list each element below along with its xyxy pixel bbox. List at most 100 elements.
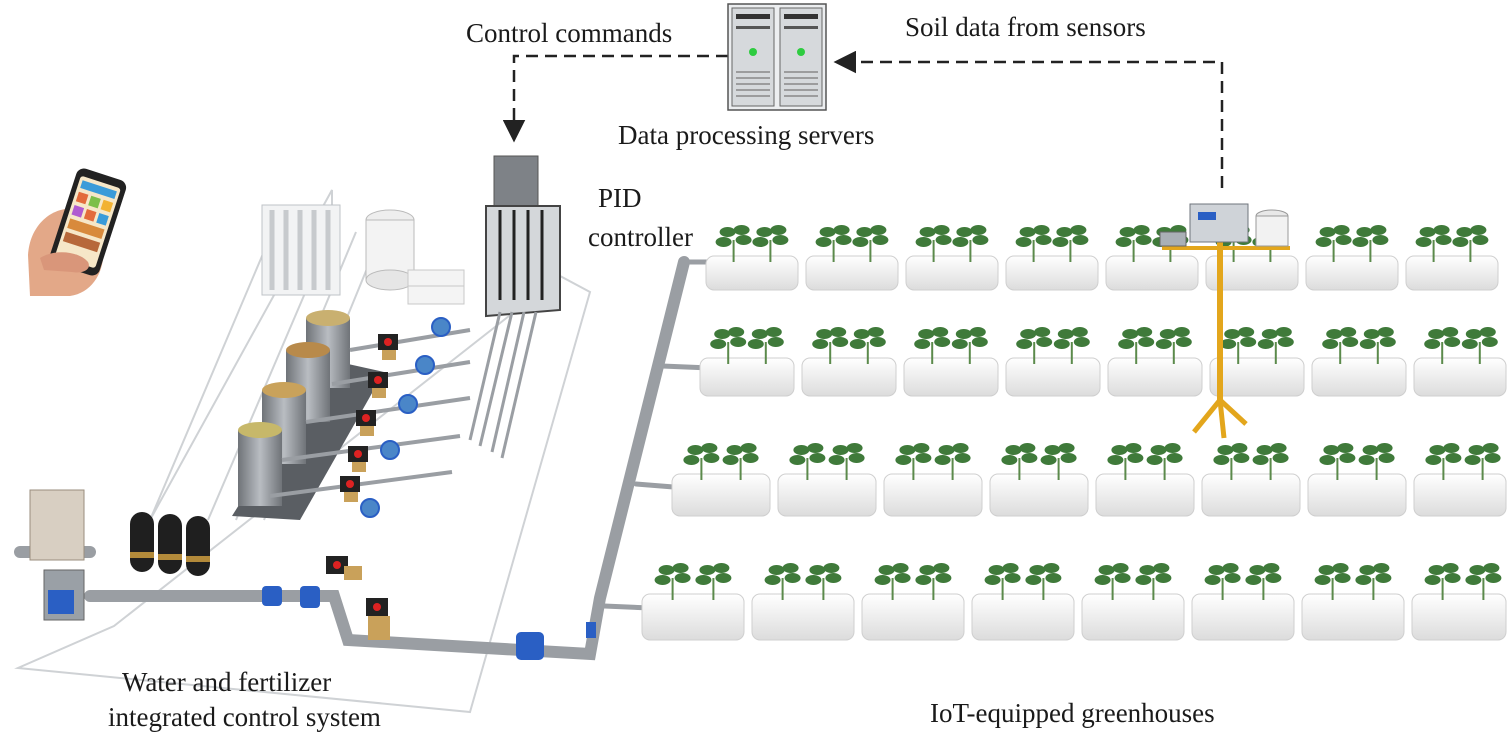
grow-bag bbox=[905, 255, 999, 291]
plant-leaf bbox=[1249, 565, 1266, 575]
plant-leaf bbox=[1053, 339, 1070, 349]
solenoid-valves bbox=[326, 556, 390, 640]
plant-leaf bbox=[1265, 573, 1282, 583]
control-commands-arrow bbox=[502, 54, 728, 143]
plant-leaf bbox=[1231, 443, 1248, 453]
plant-leaf bbox=[1070, 225, 1087, 235]
plant-leaf bbox=[715, 237, 732, 247]
plant-leaf bbox=[932, 327, 949, 337]
plant-leaf bbox=[833, 225, 850, 235]
plant-leaf bbox=[1429, 445, 1446, 455]
plant-leaf bbox=[951, 339, 968, 349]
plant-leaf bbox=[853, 329, 870, 339]
plant-leaf bbox=[819, 227, 836, 237]
water-fertilizer-label-line1: Water and fertilizer bbox=[122, 667, 331, 697]
plant-leaf bbox=[1373, 563, 1390, 573]
plant-leaf bbox=[672, 563, 689, 573]
plant-leaf bbox=[714, 329, 731, 339]
plant-leaf bbox=[1071, 327, 1088, 337]
plant-leaf bbox=[1468, 445, 1485, 455]
plant-leaf bbox=[867, 327, 884, 337]
grow-bag bbox=[641, 593, 745, 641]
diagram-labels: Control commands Soil data from sensors … bbox=[108, 12, 1215, 732]
plant-leaf bbox=[756, 227, 773, 237]
plant-leaf bbox=[1334, 573, 1351, 583]
plant-leaf bbox=[1375, 573, 1392, 583]
plant-leaf bbox=[915, 237, 932, 247]
plant-leaf bbox=[1127, 453, 1144, 463]
plant-leaf bbox=[915, 575, 932, 585]
plant-leaf bbox=[1444, 573, 1461, 583]
plant-leaf bbox=[1222, 563, 1239, 573]
plant-leaf bbox=[1355, 575, 1372, 585]
fertilizer-tanks bbox=[232, 310, 384, 520]
plant-leaf bbox=[1445, 453, 1462, 463]
plant-leaf bbox=[938, 445, 955, 455]
plant-leaf bbox=[913, 443, 930, 453]
plant-leaf bbox=[969, 327, 986, 337]
plant-leaf bbox=[1377, 327, 1394, 337]
plant-leaf bbox=[1044, 445, 1061, 455]
grow-bag bbox=[1191, 593, 1295, 641]
plant-leaf bbox=[1252, 455, 1269, 465]
plant-leaf bbox=[1224, 573, 1241, 583]
plant-leaf bbox=[695, 575, 712, 585]
plant-leaf bbox=[835, 235, 852, 245]
plant-leaf bbox=[710, 339, 727, 349]
plant-leaf bbox=[1224, 329, 1241, 339]
plant-leaf bbox=[1119, 227, 1136, 237]
plant-leaf bbox=[970, 225, 987, 235]
plant-leaf bbox=[1481, 337, 1498, 347]
grow-bag bbox=[805, 255, 899, 291]
plant-leaf bbox=[1452, 237, 1469, 247]
white-tank bbox=[365, 209, 415, 291]
plant-leaf bbox=[1045, 573, 1062, 583]
plant-leaf bbox=[832, 445, 849, 455]
plant-leaf bbox=[1213, 455, 1230, 465]
plant-leaf bbox=[1238, 327, 1255, 337]
plant-leaf bbox=[747, 339, 764, 349]
plant-leaf bbox=[1056, 227, 1073, 237]
water-fertilizer-label-line2: integrated control system bbox=[108, 702, 381, 732]
plant-leaf bbox=[1376, 443, 1393, 453]
plant-leaf bbox=[1326, 329, 1343, 339]
grow-bag bbox=[751, 593, 855, 641]
plant-leaf bbox=[846, 443, 863, 453]
plant-leaf bbox=[654, 575, 671, 585]
plant-leaf bbox=[1057, 329, 1074, 339]
plant-leaf bbox=[1425, 455, 1442, 465]
plant-leaf bbox=[856, 227, 873, 237]
plant-leaf bbox=[1358, 455, 1375, 465]
plant-leaf bbox=[849, 339, 866, 349]
plant-leaf bbox=[919, 227, 936, 237]
plant-leaf bbox=[1072, 235, 1089, 245]
plant-leaf bbox=[1112, 563, 1129, 573]
plant-leaf bbox=[1122, 329, 1139, 339]
plant-leaf bbox=[699, 565, 716, 575]
plant-leaf bbox=[1332, 563, 1349, 573]
plant-leaf bbox=[742, 453, 759, 463]
plant-leaf bbox=[918, 329, 935, 339]
plant-leaf bbox=[713, 563, 730, 573]
plant-leaf bbox=[1442, 327, 1459, 337]
plant-leaf bbox=[1337, 443, 1354, 453]
grow-bag bbox=[1311, 357, 1407, 397]
grow-bag bbox=[1413, 357, 1507, 397]
grow-bag bbox=[1405, 255, 1499, 291]
plant-leaf bbox=[1359, 565, 1376, 575]
plant-leaf bbox=[752, 237, 769, 247]
plant-leaf bbox=[809, 565, 826, 575]
plant-leaf bbox=[1335, 235, 1352, 245]
plant-leaf bbox=[722, 455, 739, 465]
plant-leaf bbox=[1261, 329, 1278, 339]
plant-leaf bbox=[815, 237, 832, 247]
plant-leaf bbox=[1256, 445, 1273, 455]
plant-leaf bbox=[1208, 565, 1225, 575]
grow-bag bbox=[971, 593, 1075, 641]
plant-leaf bbox=[1173, 327, 1190, 337]
plant-leaf bbox=[954, 453, 971, 463]
plant-leaf bbox=[1245, 575, 1262, 585]
plant-leaf bbox=[1020, 329, 1037, 339]
plant-leaf bbox=[1166, 453, 1183, 463]
plant-leaf bbox=[1319, 455, 1336, 465]
